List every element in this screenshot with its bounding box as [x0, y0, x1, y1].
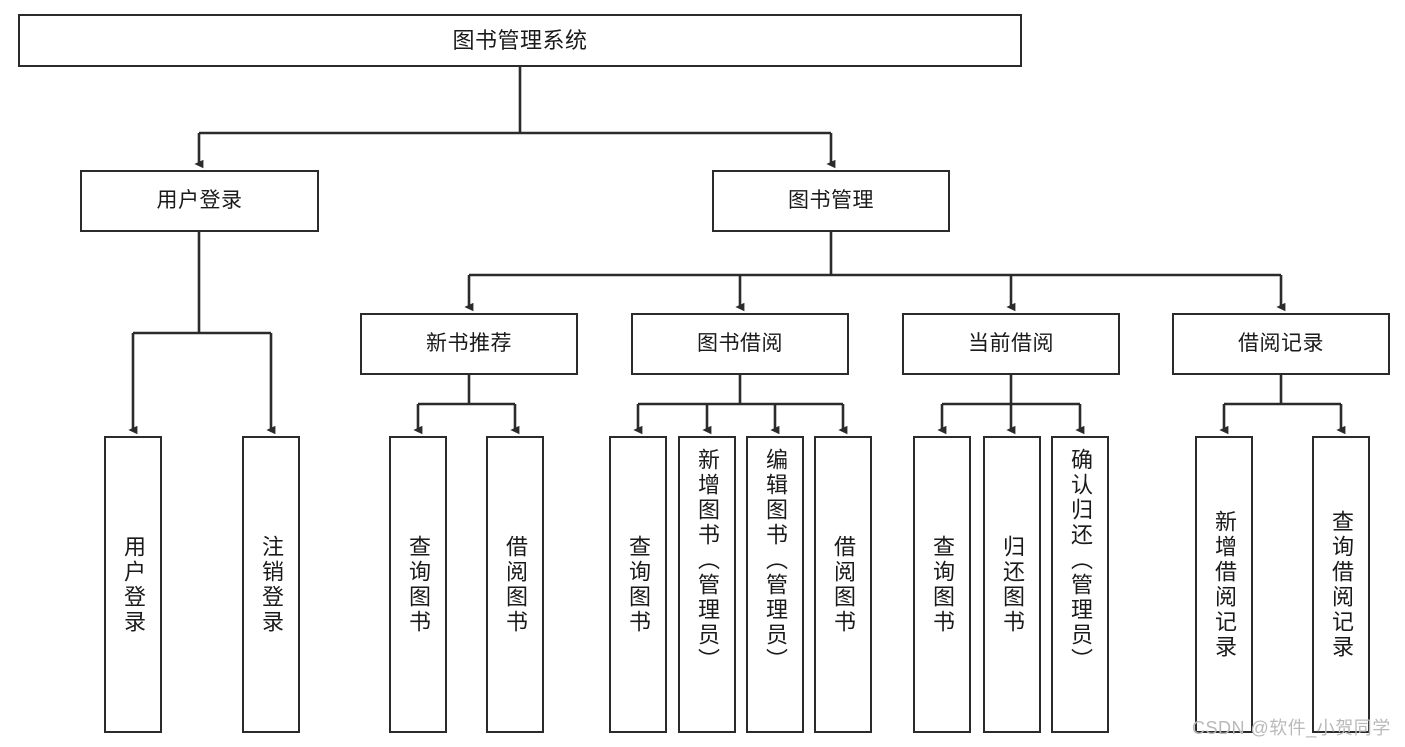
leaf-logout[interactable]: 注销登录: [242, 436, 300, 733]
node-new-book-recommendation[interactable]: 新书推荐: [360, 313, 578, 375]
node-label: 确认归还（管理员）: [1068, 448, 1093, 673]
node-label: 用户登录: [156, 188, 243, 212]
node-label: 查询图书: [626, 534, 651, 635]
leaf-query-borrow-record[interactable]: 查询借阅记录: [1312, 436, 1370, 733]
node-label: 借阅图书: [831, 534, 856, 635]
leaf-query-books-current[interactable]: 查询图书: [913, 436, 971, 733]
node-label: 新书推荐: [426, 331, 512, 355]
node-label: 查询借阅记录: [1329, 509, 1354, 660]
leaf-query-books-new-recommendation[interactable]: 查询图书: [389, 436, 447, 733]
leaf-borrow-books-new-recommendation[interactable]: 借阅图书: [486, 436, 544, 733]
leaf-confirm-return-admin[interactable]: 确认归还（管理员）: [1051, 436, 1109, 733]
leaf-query-books-borrowing[interactable]: 查询图书: [609, 436, 667, 733]
node-label: 编辑图书（管理员）: [763, 448, 788, 673]
leaf-return-books[interactable]: 归还图书: [983, 436, 1041, 733]
node-label: 图书借阅: [697, 331, 783, 355]
node-label: 注销登录: [259, 534, 284, 635]
node-label: 归还图书: [1000, 534, 1025, 635]
node-book-management[interactable]: 图书管理: [712, 170, 950, 232]
node-label: 新增图书（管理员）: [695, 448, 720, 673]
leaf-edit-book-admin[interactable]: 编辑图书（管理员）: [746, 436, 804, 733]
node-user-login[interactable]: 用户登录: [80, 170, 319, 232]
node-label: 查询图书: [406, 534, 431, 635]
csdn-watermark: CSDN @软件_小贺同学: [1192, 718, 1391, 738]
node-borrow-records[interactable]: 借阅记录: [1172, 313, 1390, 375]
leaf-add-borrow-record[interactable]: 新增借阅记录: [1195, 436, 1253, 733]
node-label: 查询图书: [930, 534, 955, 635]
node-label: 用户登录: [121, 534, 146, 635]
leaf-user-login[interactable]: 用户登录: [104, 436, 162, 733]
node-label: 图书管理: [788, 188, 874, 212]
leaf-borrow-books-borrowing[interactable]: 借阅图书: [814, 436, 872, 733]
node-label: 图书管理系统: [452, 27, 588, 53]
leaf-add-book-admin[interactable]: 新增图书（管理员）: [678, 436, 736, 733]
node-label: 借阅记录: [1238, 331, 1324, 355]
node-current-borrowing[interactable]: 当前借阅: [902, 313, 1120, 375]
node-label: 借阅图书: [503, 534, 528, 635]
node-book-borrowing[interactable]: 图书借阅: [631, 313, 849, 375]
node-label: 新增借阅记录: [1212, 509, 1237, 660]
node-label: 当前借阅: [968, 331, 1054, 355]
node-root-book-management-system[interactable]: 图书管理系统: [18, 14, 1022, 67]
